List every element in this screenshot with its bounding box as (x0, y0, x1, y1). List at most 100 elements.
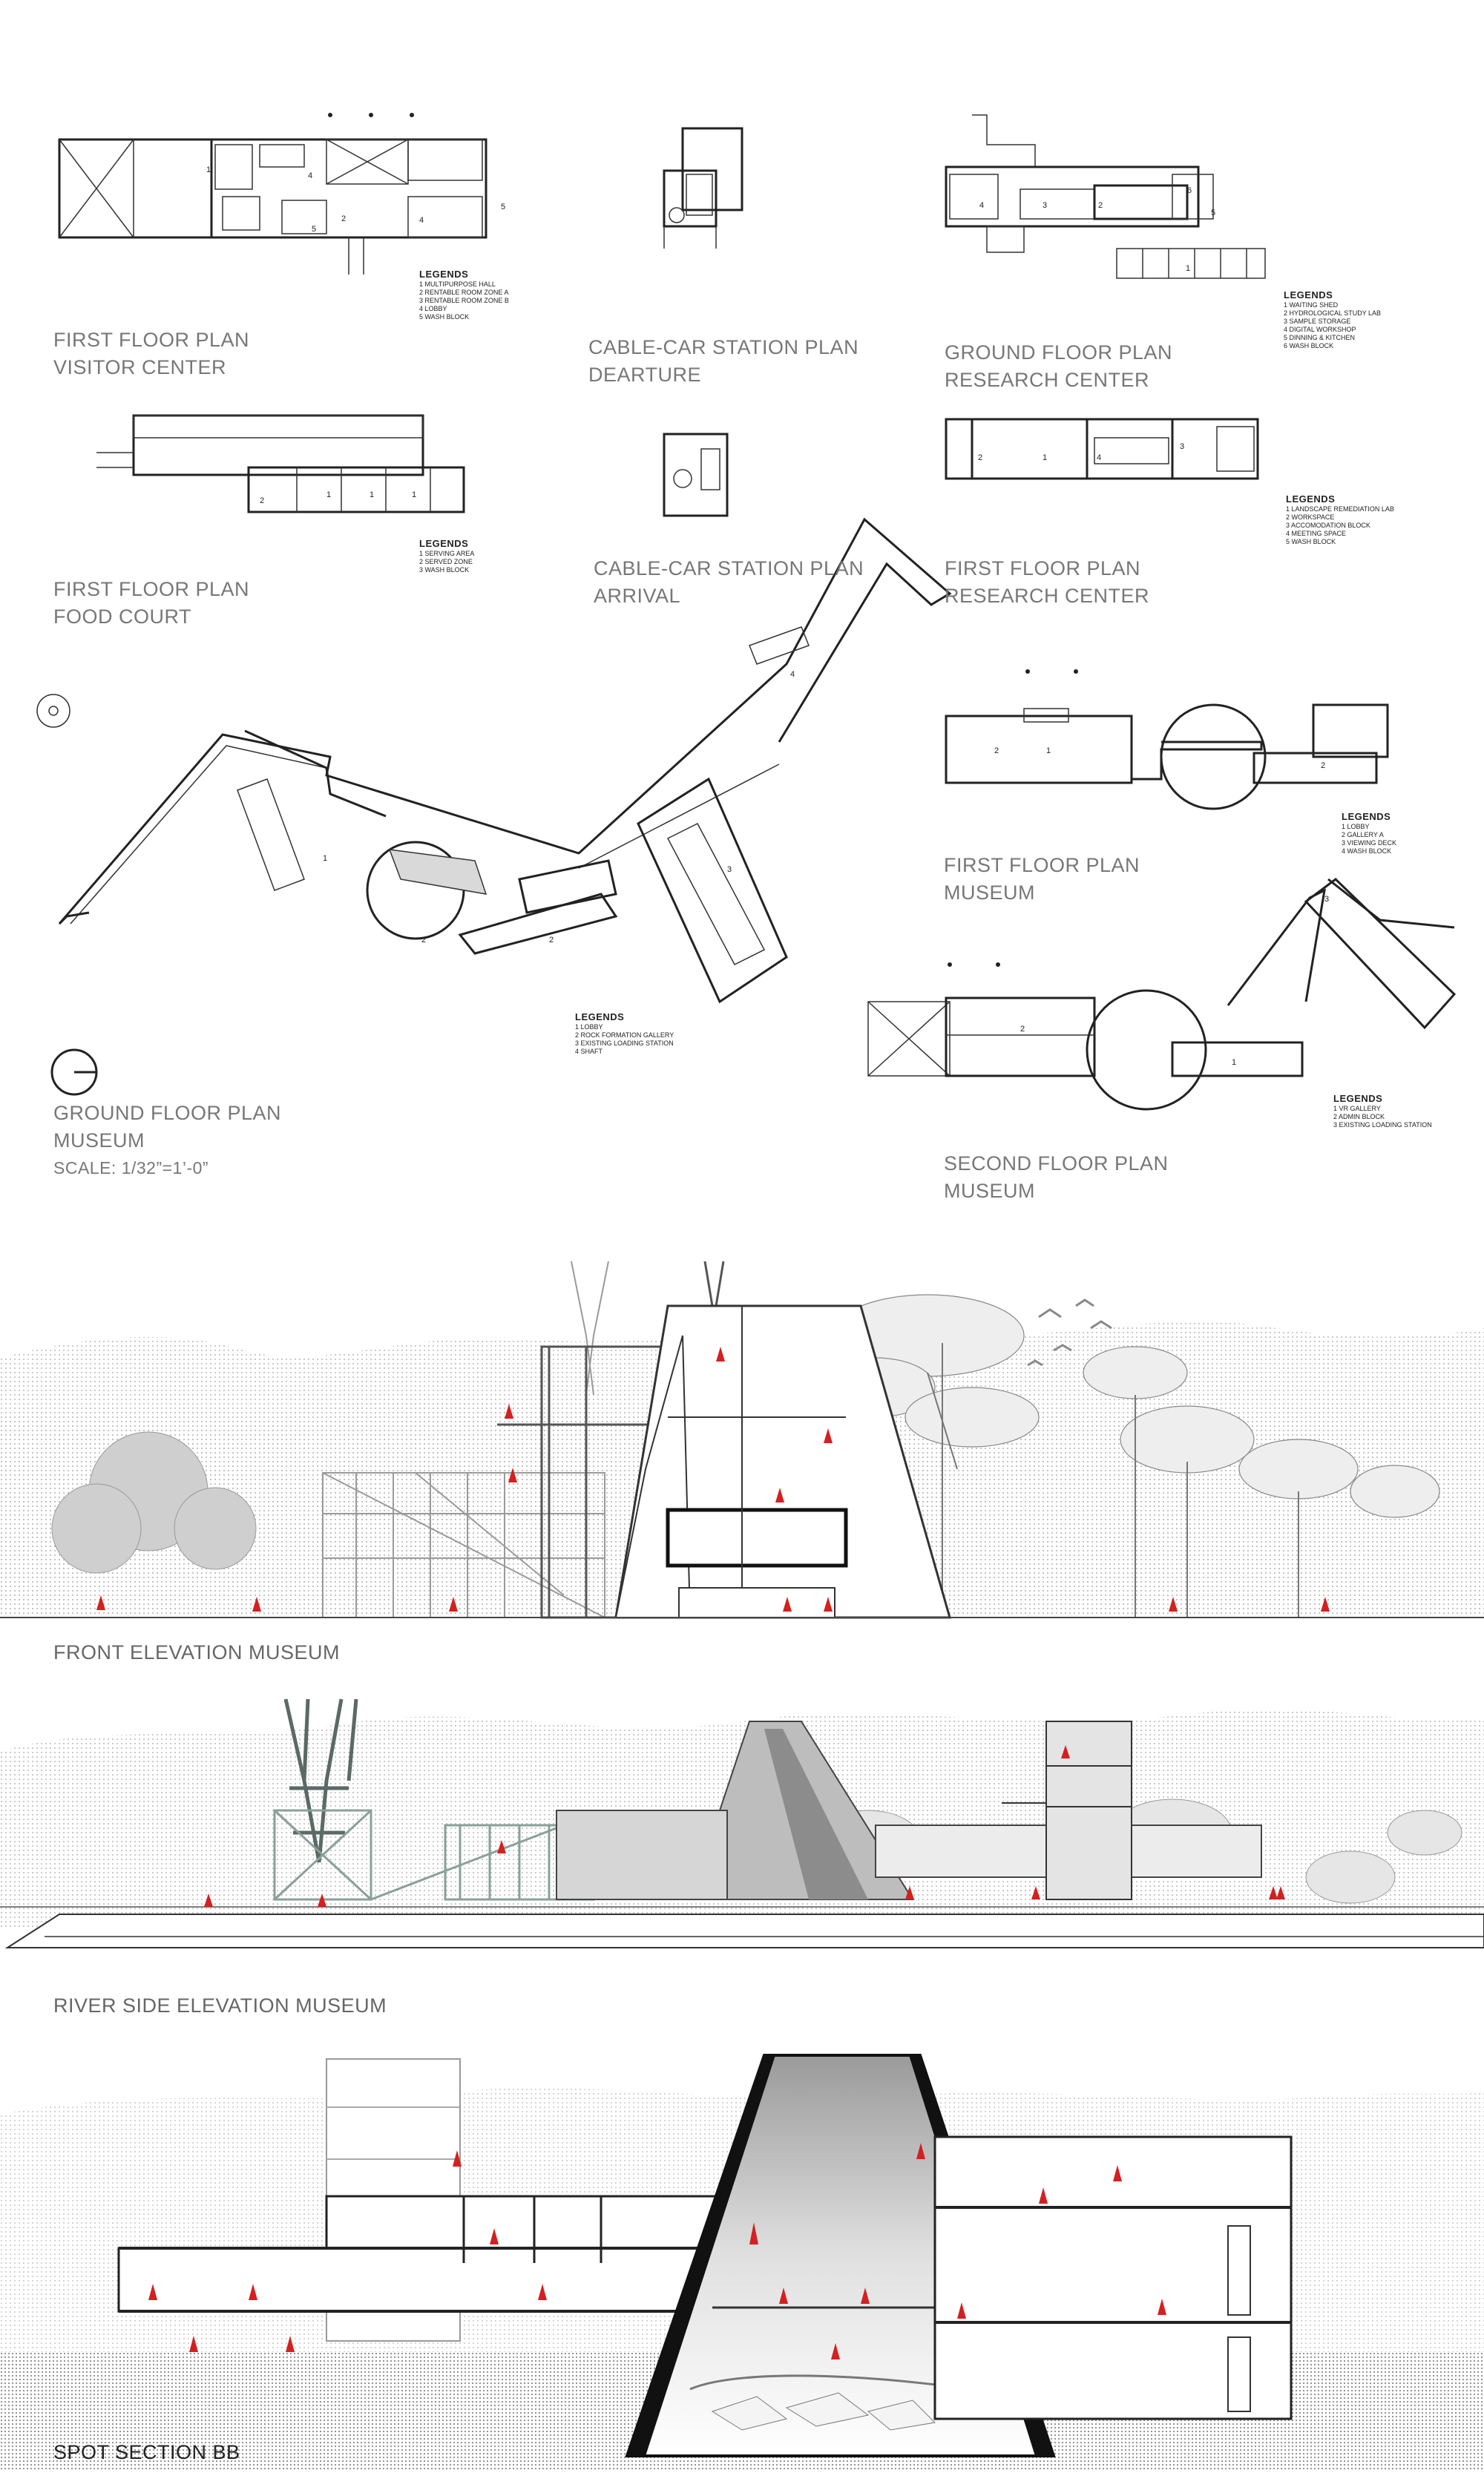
legend-item: 4 LOBBY (419, 305, 447, 312)
title-line: VISITOR CENTER (53, 356, 227, 378)
visitor-center-plan (58, 113, 487, 275)
legend-item: 1 WAITING SHED (1284, 301, 1339, 309)
title-line: DEARTURE (588, 364, 702, 386)
legend-item: 6 WASH BLOCK (1284, 342, 1334, 349)
legend-item: 5 WASH BLOCK (1286, 538, 1336, 545)
museum-first-title: FIRST FLOOR PLAN MUSEUM (944, 852, 1140, 907)
svg-text:2: 2 (549, 936, 554, 945)
svg-text:2: 2 (421, 936, 426, 945)
title-line: FIRST FLOOR PLAN (944, 854, 1140, 876)
legend-heading: LEGENDS (1333, 1093, 1383, 1104)
svg-text:4: 4 (419, 216, 424, 225)
svg-text:5: 5 (1211, 208, 1215, 217)
cable-arrival-title: CABLE-CAR STATION PLAN ARRIVAL (594, 555, 864, 610)
legend-item: 3 ACCOMODATION BLOCK (1286, 522, 1370, 529)
svg-text:1: 1 (370, 490, 374, 499)
food-court-title: FIRST FLOOR PLAN FOOD COURT (53, 576, 249, 631)
legend-item: 1 MULTIPURPOSE HALL (419, 280, 496, 288)
scale-note: SCALE: 1/32”=1’-0” (53, 1158, 209, 1178)
svg-text:3: 3 (727, 865, 732, 874)
bird-icon (1027, 1298, 1112, 1367)
title-line: RESEARCH CENTER (945, 585, 1150, 607)
svg-text:1: 1 (206, 165, 211, 174)
title-line: MUSEUM (944, 881, 1035, 904)
visitor-center-legend: LEGENDS 1 MULTIPURPOSE HALL 2 RENTABLE R… (419, 269, 509, 321)
legend-item: 3 EXISTING LOADING STATION (1333, 1121, 1432, 1129)
title-line: FIRST FLOOR PLAN (945, 557, 1141, 579)
title-line: ARRIVAL (594, 585, 681, 607)
svg-text:1: 1 (1043, 453, 1047, 462)
legend-item: 1 SERVING AREA (419, 550, 475, 557)
legend-item: 1 VR GALLERY (1333, 1105, 1381, 1112)
legend-heading: LEGENDS (1284, 289, 1333, 300)
tree-icon (51, 1431, 257, 1574)
svg-text:5: 5 (312, 225, 316, 234)
research-first-legend: LEGENDS 1 LANDSCAPE REMEDIATION LAB 2 WO… (1286, 493, 1394, 546)
svg-text:2: 2 (994, 746, 999, 755)
title-line: MUSEUM (53, 1129, 145, 1152)
legend-item: 3 WASH BLOCK (419, 566, 470, 574)
museum-second-plan (867, 878, 1457, 1111)
title-line: GROUND FLOOR PLAN (945, 341, 1173, 364)
food-court-plan (96, 414, 465, 513)
research-ground-title: GROUND FLOOR PLAN RESEARCH CENTER (945, 339, 1172, 394)
title-line: CABLE-CAR STATION PLAN (588, 336, 859, 358)
title-line: RESEARCH CENTER (945, 369, 1150, 391)
front-elevation-title: FRONT ELEVATION MUSEUM (53, 1641, 341, 1664)
svg-text:1: 1 (1186, 264, 1190, 273)
human-figure-icon (96, 1347, 1330, 1612)
legend-item: 1 LOBBY (575, 1023, 603, 1031)
cable-arrival-plan (663, 433, 729, 517)
title-line: FIRST FLOOR PLAN (53, 329, 250, 351)
legend-item: 2 ADMIN BLOCK (1333, 1113, 1385, 1120)
title-line: FIRST FLOOR PLAN (53, 578, 250, 600)
museum-ground-plan (50, 517, 952, 1096)
svg-text:2: 2 (1321, 761, 1325, 770)
svg-text:3: 3 (1180, 442, 1184, 451)
museum-ground-title: GROUND FLOOR PLAN MUSEUM SCALE: 1/32”=1’… (53, 1100, 281, 1182)
legend-item: 4 MEETING SPACE (1286, 530, 1346, 537)
legend-item: 1 LANDSCAPE REMEDIATION LAB (1286, 505, 1394, 513)
plans-drawing: 124 554 432 165 214 311 12 212 123 122 3… (36, 113, 1457, 1111)
legend-item: 2 SERVED ZONE (419, 558, 473, 565)
research-first-plan (945, 418, 1259, 480)
title-line: SECOND FLOOR PLAN (944, 1152, 1169, 1175)
legend-item: 3 VIEWING DECK (1342, 839, 1397, 847)
museum-first-legend: LEGENDS 1 LOBBY 2 GALLERY A 3 VIEWING DE… (1342, 811, 1396, 855)
legend-item: 3 SAMPLE STORAGE (1284, 318, 1351, 325)
legend-heading: LEGENDS (1286, 493, 1336, 505)
svg-text:3: 3 (1324, 895, 1329, 904)
svg-text:1: 1 (1046, 746, 1051, 755)
legend-item: 4 DIGITAL WORKSHOP (1284, 326, 1356, 333)
human-figure-icon (204, 1745, 1285, 1907)
svg-text:2: 2 (978, 453, 982, 462)
svg-text:1: 1 (1232, 1058, 1236, 1067)
compass-icon (36, 694, 70, 728)
svg-text:6: 6 (1187, 186, 1192, 195)
svg-text:4: 4 (979, 201, 984, 210)
legend-item: 4 SHAFT (575, 1048, 603, 1055)
visitor-center-title: FIRST FLOOR PLAN VISITOR CENTER (53, 326, 249, 381)
museum-ground-legend: LEGENDS 1 LOBBY 2 ROCK FORMATION GALLERY… (575, 1011, 674, 1056)
spot-section-title: SPOT SECTION BB (53, 2441, 240, 2463)
legend-item: 3 EXISTING LOADING STATION (575, 1040, 674, 1047)
title-line: CABLE-CAR STATION PLAN (594, 557, 864, 579)
research-ground-legend: LEGENDS 1 WAITING SHED 2 HYDROLOGICAL ST… (1284, 289, 1381, 350)
legend-heading: LEGENDS (575, 1011, 625, 1022)
legend-item: 5 DINNING & KITCHEN (1284, 334, 1356, 341)
svg-text:4: 4 (790, 670, 795, 679)
svg-text:3: 3 (1043, 201, 1047, 210)
legend-item: 2 RENTABLE ROOM ZONE A (419, 289, 509, 296)
title-line: FOOD COURT (53, 605, 191, 628)
svg-text:5: 5 (501, 203, 505, 211)
food-court-legend: LEGENDS 1 SERVING AREA 2 SERVED ZONE 3 W… (419, 538, 474, 574)
svg-text:4: 4 (308, 171, 312, 180)
river-elevation-title: RIVER SIDE ELEVATION MUSEUM (53, 1994, 387, 2017)
legend-item: 2 HYDROLOGICAL STUDY LAB (1284, 309, 1382, 317)
museum-second-title: SECOND FLOOR PLAN MUSEUM (944, 1150, 1169, 1205)
svg-text:1: 1 (326, 490, 331, 499)
research-first-title: FIRST FLOOR PLAN RESEARCH CENTER (945, 555, 1149, 610)
legend-heading: LEGENDS (419, 269, 469, 280)
legend-item: 5 WASH BLOCK (419, 313, 470, 321)
